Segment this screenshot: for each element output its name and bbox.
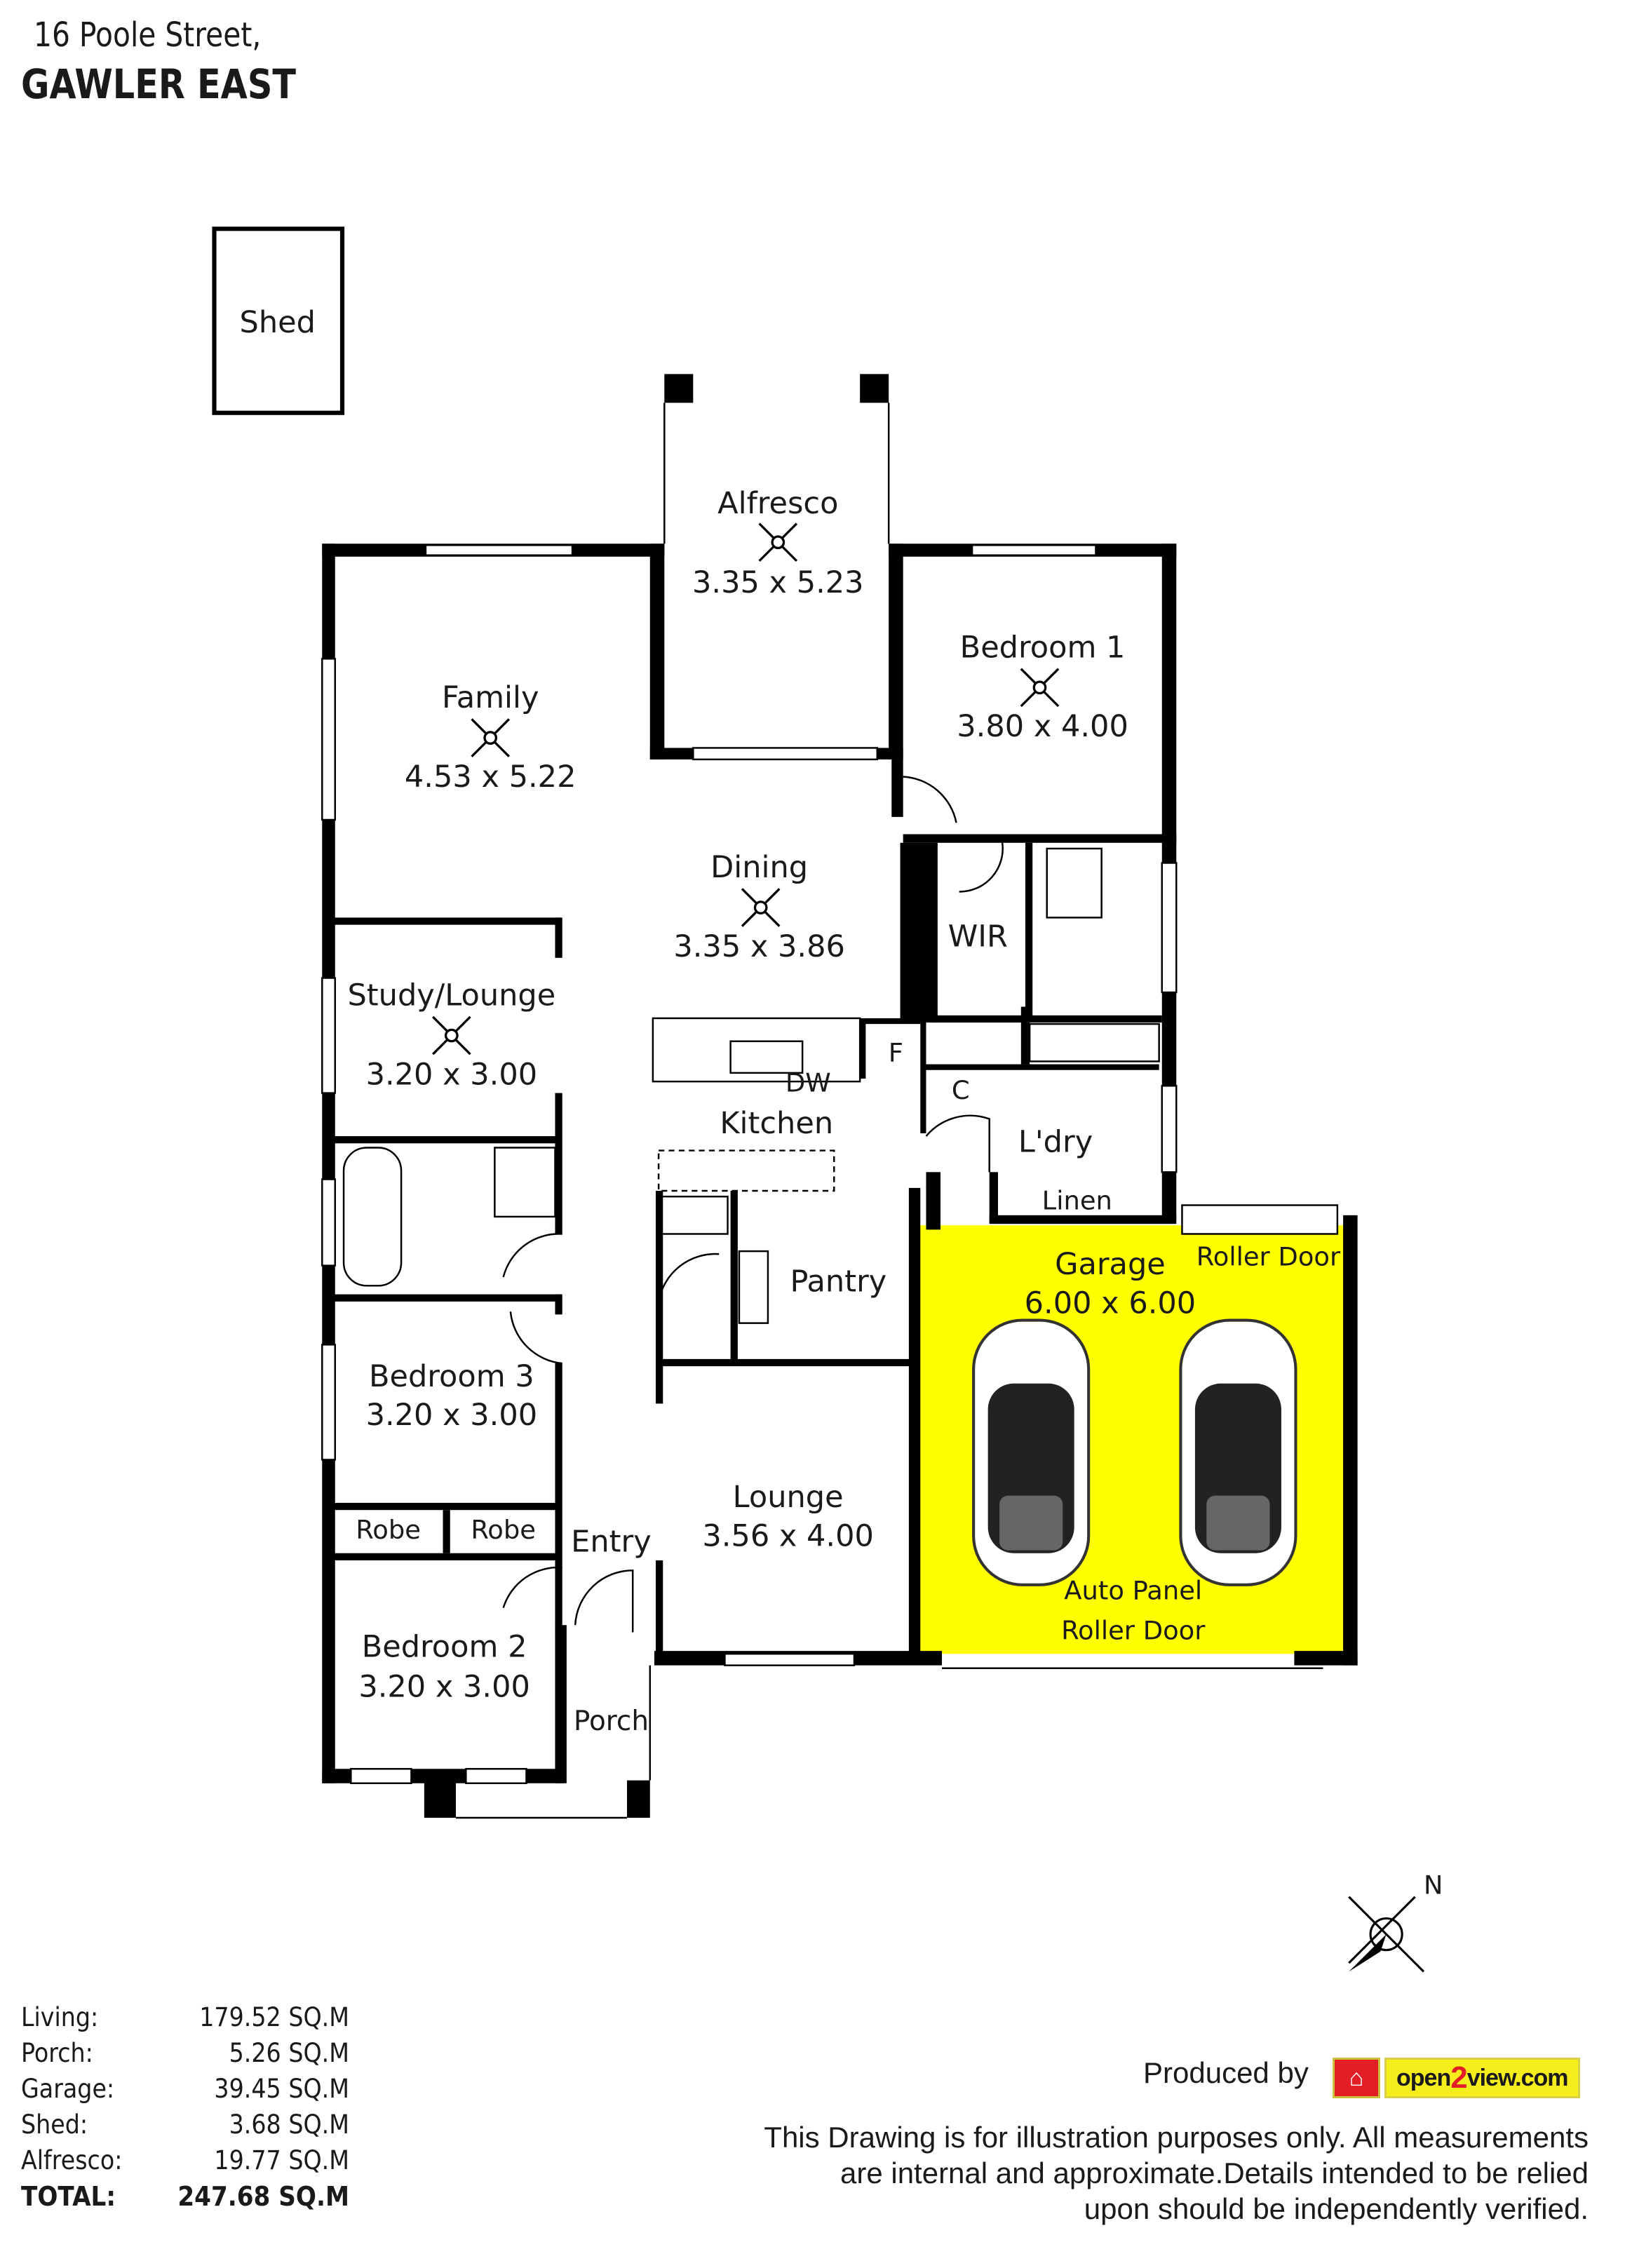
area-value: 3.68 SQ.M — [229, 2110, 349, 2140]
area-summary: Living: 179.52 SQ.M Porch: 5.26 SQ.M Garag… — [21, 2002, 386, 2217]
wir-label: WIR — [948, 919, 1008, 954]
area-row: Living: 179.52 SQ.M — [21, 2002, 349, 2038]
logo-text-b: view.com — [1466, 2064, 1569, 2091]
robe-label-1: Robe — [356, 1515, 421, 1545]
garage-dims: 6.00 x 6.00 — [1025, 1285, 1196, 1321]
area-value: 19.77 SQ.M — [214, 2145, 349, 2175]
alfresco-label: Alfresco — [717, 486, 838, 521]
ceiling-fans — [432, 522, 1060, 1055]
cars — [972, 1318, 1297, 1586]
family-label: Family — [442, 680, 539, 715]
linen-label: Linen — [1042, 1186, 1112, 1216]
shed-label: Shed — [240, 305, 316, 340]
bedroom3-dims: 3.20 x 3.00 — [366, 1398, 538, 1433]
kitchen-label: Kitchen — [720, 1106, 833, 1141]
area-label: Living: — [21, 2002, 99, 2032]
disclaimer-line: are internal and approximate.Details int… — [840, 2156, 1589, 2189]
robe-label-2: Robe — [471, 1515, 536, 1545]
family-dims: 4.53 x 5.22 — [405, 760, 576, 795]
laundry-label: L'dry — [1018, 1125, 1093, 1160]
area-value: 39.45 SQ.M — [214, 2074, 349, 2104]
light-lines — [321, 403, 1339, 1819]
area-row: Shed: 3.68 SQ.M — [21, 2110, 349, 2145]
bedroom2-dims: 3.20 x 3.00 — [358, 1670, 530, 1705]
area-row: Garage: 39.45 SQ.M — [21, 2074, 349, 2110]
dw-label: DW — [785, 1068, 831, 1098]
area-row: Porch: 5.26 SQ.M — [21, 2038, 349, 2074]
auto-door-label-2: Roller Door — [1061, 1616, 1206, 1646]
bedroom3-label: Bedroom 3 — [369, 1359, 534, 1394]
dining-dims: 3.35 x 3.86 — [673, 929, 845, 964]
area-total-row: TOTAL: 247.68 SQ.M — [21, 2181, 349, 2217]
cupboard-label: C — [952, 1075, 970, 1105]
compass: N — [1348, 1870, 1443, 1973]
address-suburb: GAWLER EAST — [21, 60, 296, 108]
area-value: 5.26 SQ.M — [229, 2038, 349, 2068]
area-label: Garage: — [21, 2074, 115, 2104]
area-value: 179.52 SQ.M — [199, 2002, 349, 2032]
address-street: 16 Poole Street, — [34, 15, 262, 55]
walls — [322, 374, 1358, 1818]
roller-door-label: Roller Door — [1196, 1242, 1341, 1272]
bedroom2-label: Bedroom 2 — [362, 1629, 527, 1664]
room-labels: Shed Alfresco 3.35 x 5.23 Family 4.53 x … — [240, 305, 1341, 1737]
area-label: Shed: — [21, 2110, 88, 2140]
lounge-dims: 3.56 x 4.00 — [702, 1518, 874, 1553]
auto-door-label-1: Auto Panel — [1064, 1575, 1202, 1605]
fridge-label: F — [889, 1037, 903, 1067]
dining-label: Dining — [710, 850, 808, 885]
porch-label: Porch — [574, 1706, 649, 1737]
shed-outline — [212, 227, 345, 415]
garage-label: Garage — [1055, 1247, 1166, 1282]
north-label: N — [1424, 1870, 1443, 1901]
bedroom1-label: Bedroom 1 — [960, 630, 1126, 665]
study-dims: 3.20 x 3.00 — [366, 1057, 538, 1092]
house-icon: ⌂ — [1333, 2058, 1380, 2098]
area-label: Porch: — [21, 2038, 93, 2068]
logo-text-2: 2 — [1450, 2060, 1468, 2095]
area-row: Alfresco: 19.77 SQ.M — [21, 2145, 349, 2181]
entry-label: Entry — [571, 1525, 652, 1560]
logo-text-a: open — [1396, 2064, 1451, 2091]
disclaimer-line: This Drawing is for illustration purpose… — [764, 2121, 1589, 2154]
lounge-label: Lounge — [733, 1480, 844, 1515]
disclaimer-line: upon should be independently verified. — [1084, 2192, 1589, 2225]
disclaimer: This Drawing is for illustration purpose… — [764, 2119, 1589, 2227]
total-label: TOTAL: — [21, 2181, 116, 2212]
pantry-label: Pantry — [790, 1264, 887, 1300]
alfresco-dims: 3.35 x 5.23 — [692, 565, 864, 600]
bedroom1-dims: 3.80 x 4.00 — [957, 709, 1128, 744]
total-value: 247.68 SQ.M — [177, 2181, 349, 2212]
area-label: Alfresco: — [21, 2145, 123, 2175]
study-label: Study/Lounge — [347, 978, 555, 1013]
produced-by: Produced by — [1143, 2056, 1309, 2089]
